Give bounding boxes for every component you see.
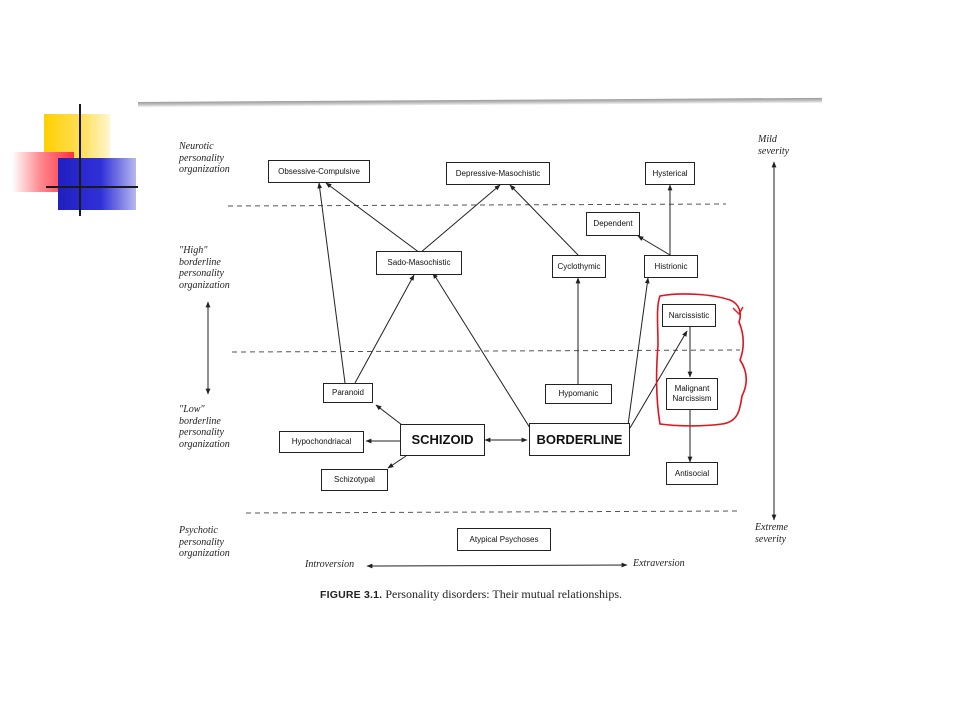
logo-horizontal-line	[46, 186, 138, 188]
level-high-borderline: "High" borderline personality organizati…	[179, 245, 230, 291]
malignant-line-2: Narcissism	[672, 394, 712, 403]
node-antisocial: Antisocial	[666, 462, 718, 485]
axis-introversion-label: Introversion	[305, 559, 355, 570]
node-hypochondriacal: Hypochondriacal	[279, 431, 364, 453]
annotation-circle	[655, 293, 748, 427]
node-malignant-narcissism: Malignant Narcissism	[666, 378, 718, 410]
annotation-tick-mark	[732, 306, 744, 316]
level-psychotic: Psychotic personality organization	[179, 525, 230, 559]
node-borderline: BORDERLINE	[529, 423, 630, 456]
figure-caption-text: Personality disorders: Their mutual rela…	[385, 587, 623, 601]
node-schizotypal: Schizotypal	[321, 469, 388, 491]
node-hysterical: Hysterical	[645, 162, 695, 185]
node-atypical-psychoses: Atypical Psychoses	[457, 528, 551, 551]
figure-caption: FIGURE 3.1. Personality disorders: Their…	[320, 587, 622, 602]
node-obsessive-compulsive: Obsessive-Compulsive	[268, 160, 370, 183]
node-narcissistic: Narcissistic	[662, 304, 716, 327]
edge-schizoid-paranoid	[375, 404, 403, 426]
separator-psychotic	[245, 510, 741, 514]
edge-borderline-narcissistic	[629, 330, 688, 429]
edge-paranoid-obsessive	[317, 182, 346, 384]
edge-sado-depressive	[419, 184, 501, 254]
edge-sado-obsessive	[325, 182, 421, 254]
edge-borderline-histrionic	[627, 277, 650, 426]
level-low-borderline: "Low" borderline personality organizatio…	[179, 404, 230, 450]
figure-caption-label: FIGURE 3.1.	[320, 589, 383, 601]
separator-borderline	[231, 349, 741, 353]
node-schizoid: SCHIZOID	[400, 424, 485, 456]
edge-paranoid-sado	[354, 274, 415, 384]
severity-extreme-label: Extreme severity	[755, 522, 788, 545]
edge-borderline-sado	[432, 272, 531, 429]
node-hypomanic: Hypomanic	[545, 384, 612, 404]
level-neurotic: Neurotic personality organization	[179, 141, 230, 175]
node-depressive-masochistic: Depressive-Masochistic	[446, 162, 550, 185]
malignant-line-1: Malignant	[674, 384, 710, 393]
node-dependent: Dependent	[586, 212, 640, 236]
node-cyclothymic: Cyclothymic	[552, 255, 606, 278]
slide-logo	[0, 0, 150, 230]
severity-mild-label: Mild severity	[758, 134, 790, 157]
node-histrionic: Histrionic	[644, 255, 698, 278]
edge-histrionic-dependent	[637, 235, 671, 256]
axis-extraversion-label: Extraversion	[633, 558, 685, 569]
separator-neurotic	[227, 203, 727, 207]
logo-blue-square	[58, 158, 136, 210]
logo-vertical-line	[79, 104, 81, 216]
edge-cyclothymic-depressive	[509, 184, 581, 258]
node-paranoid: Paranoid	[323, 383, 373, 403]
node-sado-masochistic: Sado-Masochistic	[376, 251, 462, 275]
edge-schizoid-schizotypal	[387, 455, 407, 469]
introversion-extraversion-arrow	[366, 562, 628, 569]
